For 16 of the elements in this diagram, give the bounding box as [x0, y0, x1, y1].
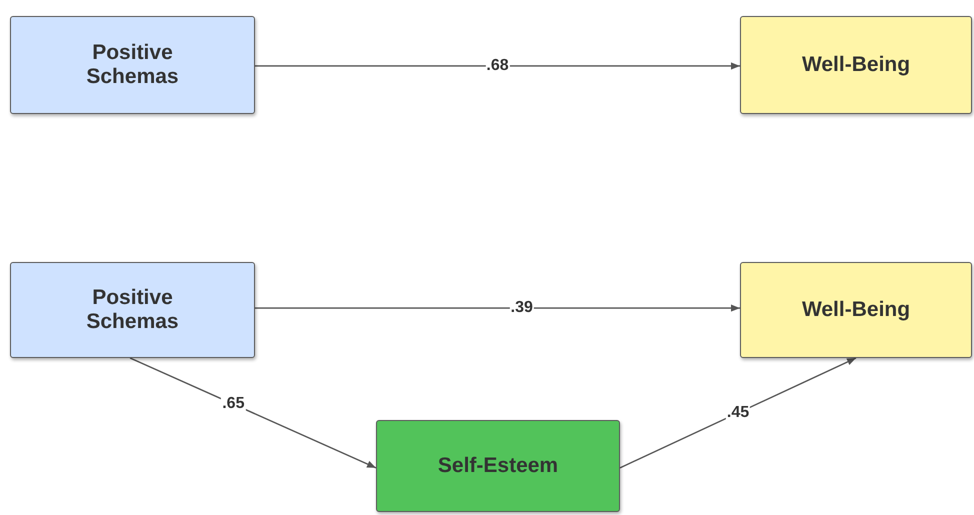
- process-box: [740, 16, 972, 114]
- node-label: Positive Schemas: [85, 286, 180, 334]
- edge-label: .65: [221, 395, 246, 414]
- arrow: [130, 357, 376, 468]
- process-box: [740, 262, 972, 358]
- arrow: [255, 62, 740, 70]
- arrow: [255, 304, 740, 312]
- node-label: Positive Schemas: [85, 40, 180, 90]
- process-box: [376, 420, 620, 512]
- node-label: Well-Being: [802, 298, 910, 322]
- edge-label: .45: [726, 404, 750, 422]
- arrow: [620, 357, 856, 468]
- node-label: Self-Esteem: [438, 454, 558, 478]
- node-label: Well-Being: [802, 52, 910, 78]
- process-box: [10, 262, 255, 358]
- process-box: [10, 16, 255, 114]
